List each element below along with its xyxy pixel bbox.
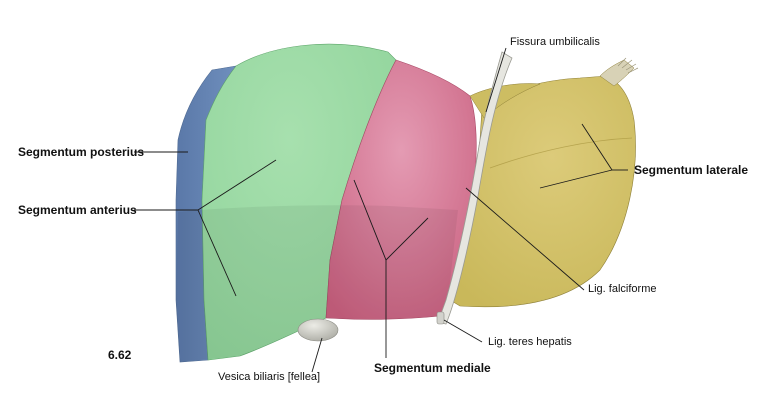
label-fissura-umbilicalis: Fissura umbilicalis bbox=[510, 36, 600, 48]
leader-lines bbox=[134, 47, 628, 373]
leader-anterius-lower bbox=[197, 209, 237, 297]
label-lig-teres-hepatis: Lig. teres hepatis bbox=[488, 336, 572, 348]
leader-lig-teres-hepatis bbox=[443, 319, 483, 343]
figure-number: 6.62 bbox=[108, 348, 132, 362]
ligament-teres-shape bbox=[436, 311, 445, 325]
label-lig-falciforme: Lig. falciforme bbox=[588, 283, 657, 295]
leader-mediale-upper bbox=[353, 179, 387, 261]
segment-lateral-band bbox=[489, 137, 633, 169]
segment-lateral-shape bbox=[449, 75, 636, 308]
leader-vesica-biliaris bbox=[311, 337, 323, 373]
leader-laterale-upper bbox=[581, 123, 613, 171]
leader-mediale-lower bbox=[385, 217, 429, 261]
label-segmentum-laterale: Segmentum laterale bbox=[634, 163, 749, 177]
leader-lig-falciforme bbox=[465, 187, 585, 291]
appendix-fibrosa-shape bbox=[599, 59, 635, 87]
gallbladder-shape bbox=[297, 318, 339, 342]
label-vesica-biliaris: Vesica biliaris [fellea] bbox=[218, 371, 321, 383]
leader-laterale-lower bbox=[539, 169, 613, 189]
appendix-fibrosa-fibers bbox=[617, 57, 639, 74]
label-segmentum-posterius: Segmentum posterius bbox=[18, 145, 145, 159]
leader-fissura-umbilicalis bbox=[485, 47, 507, 113]
label-segmentum-anterius: Segmentum anterius bbox=[18, 203, 137, 217]
leader-anterius-upper bbox=[197, 159, 277, 211]
label-segmentum-mediale: Segmentum mediale bbox=[374, 361, 491, 375]
segment-lower-band bbox=[176, 205, 458, 362]
ligament-falciform-shape bbox=[437, 51, 513, 325]
